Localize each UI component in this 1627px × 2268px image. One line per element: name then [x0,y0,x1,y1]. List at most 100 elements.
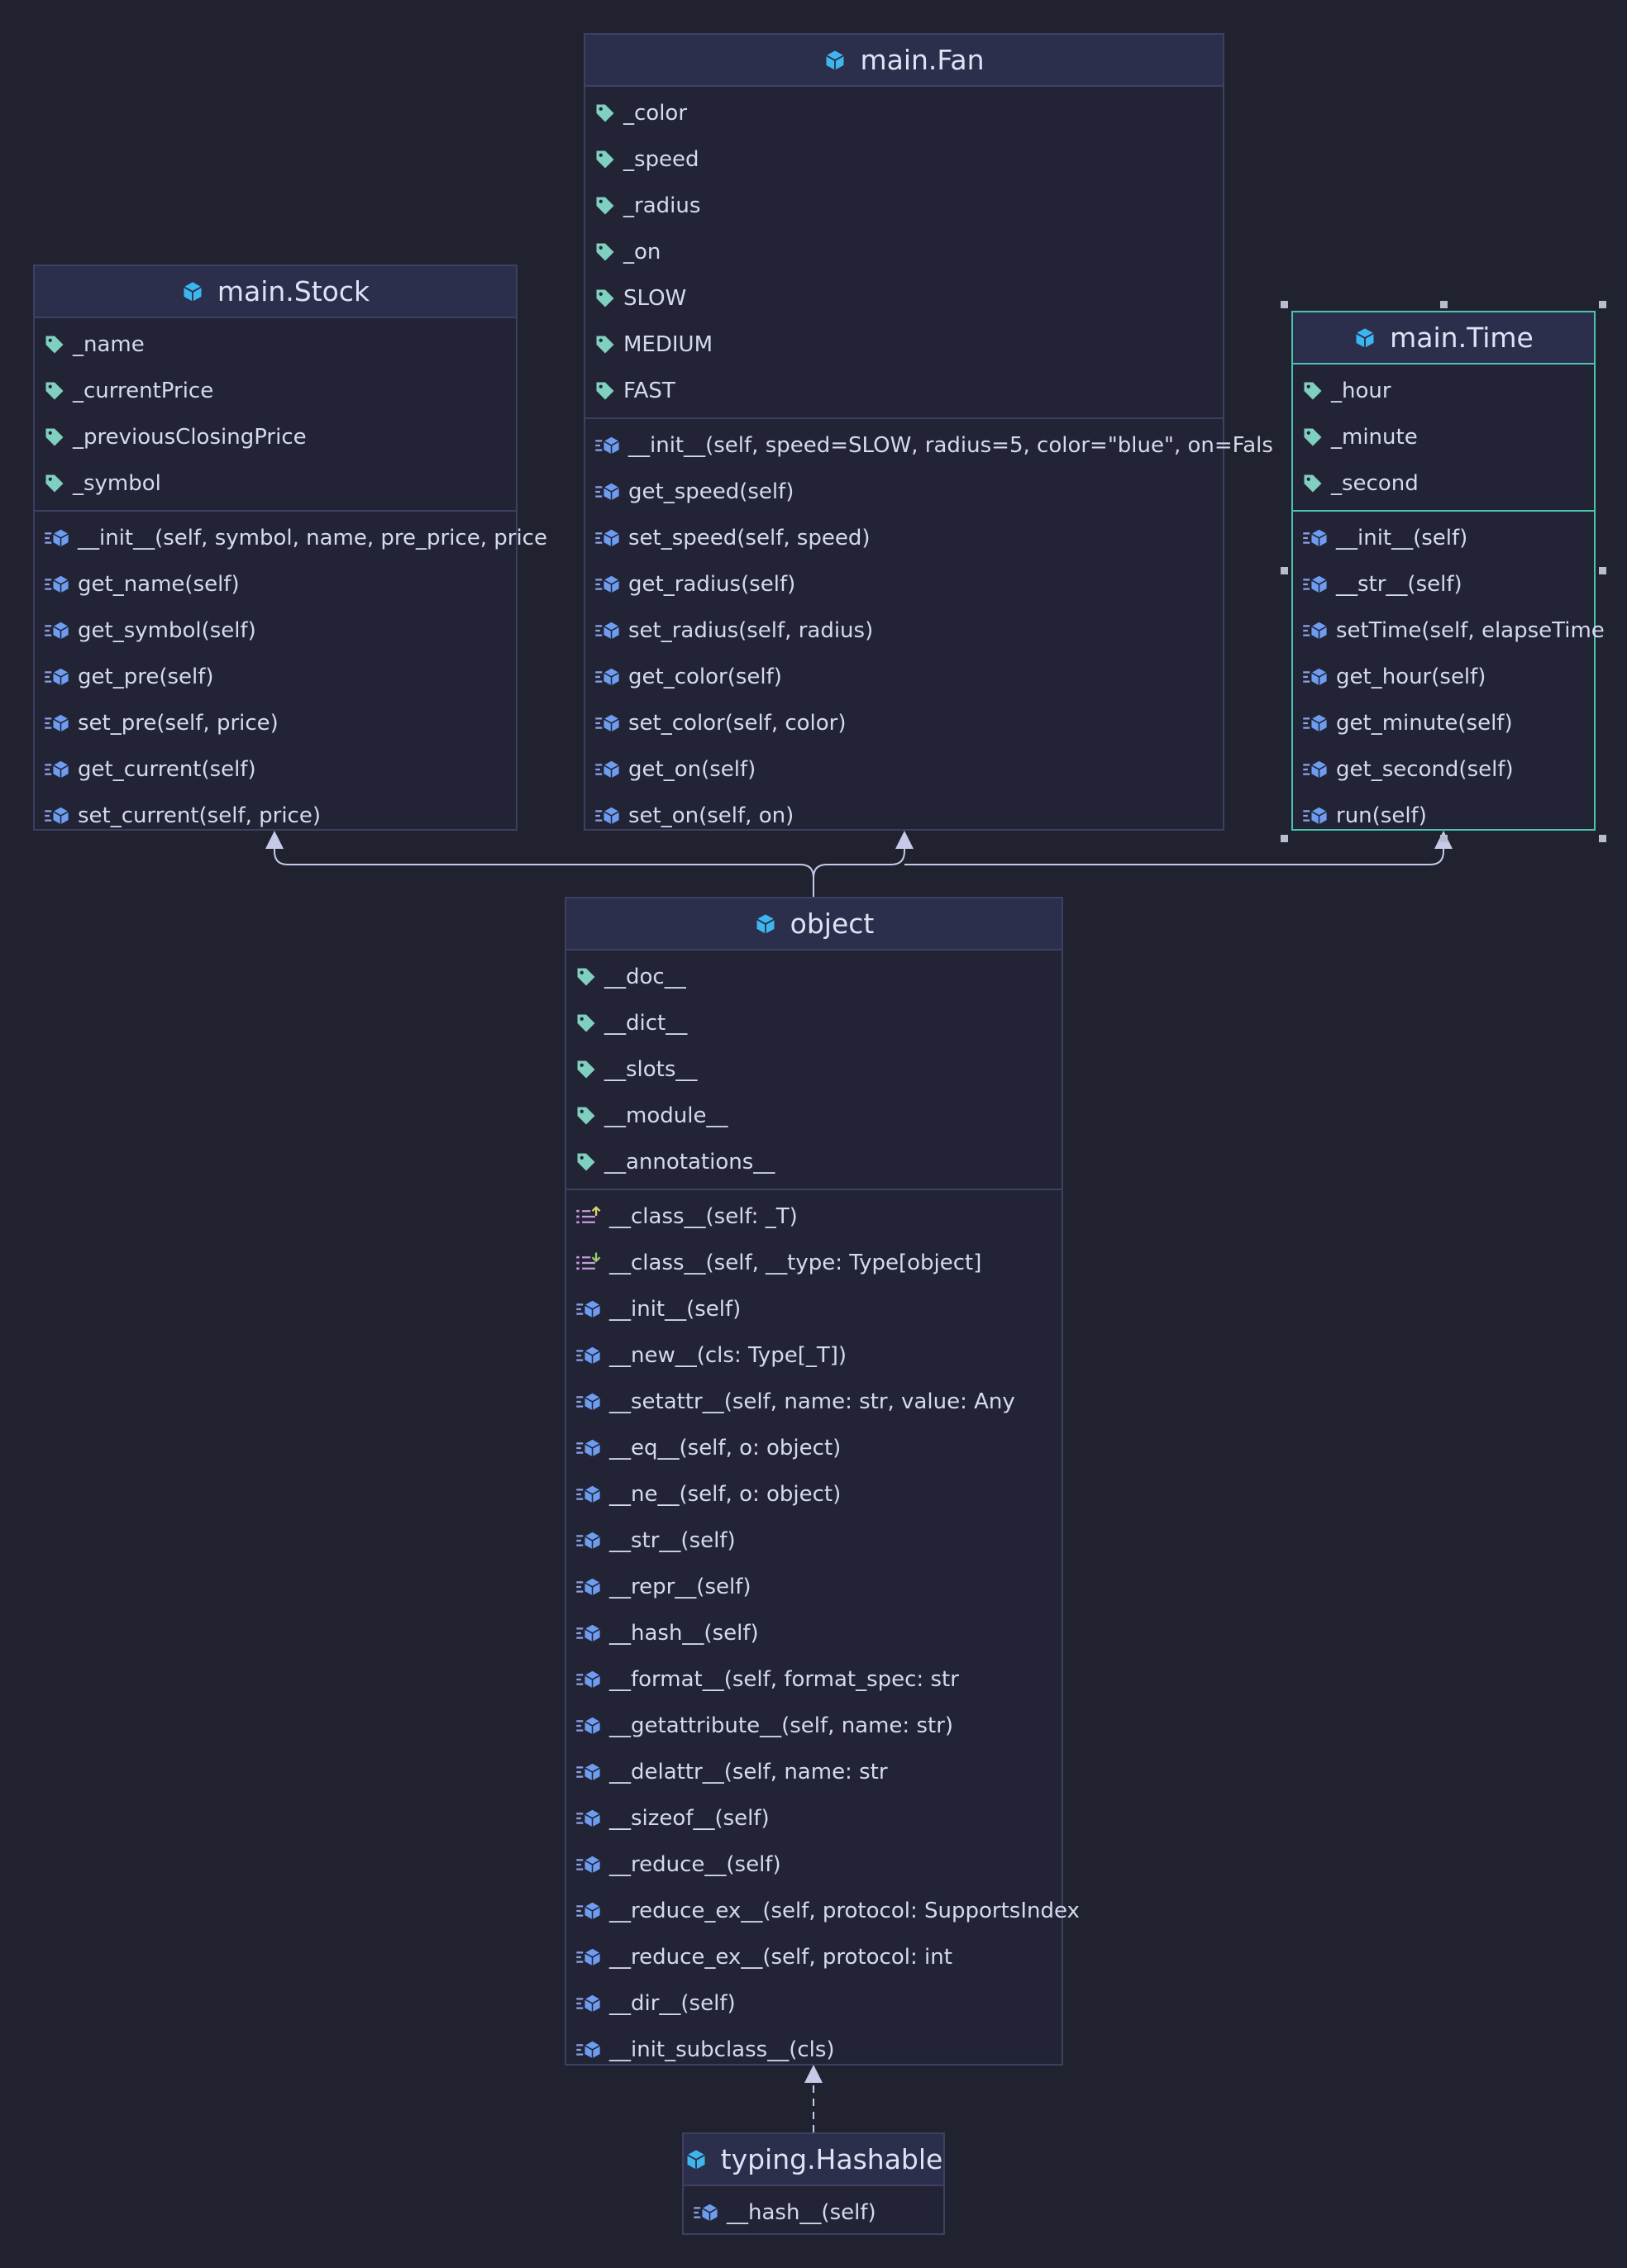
method-row[interactable]: __format__(self, format_spec: str [566,1656,1062,1703]
method-signature: __reduce__(self) [609,1852,781,1877]
method-row[interactable]: __sizeof__(self) [566,1795,1062,1842]
method-row[interactable]: set_radius(self, radius) [585,608,1223,654]
field-row[interactable]: SLOW [585,275,1223,322]
method-row[interactable]: get_name(self) [35,561,516,608]
field-row[interactable]: FAST [585,368,1223,414]
class-node-stock[interactable]: main.Stock_name_currentPrice_previousClo… [33,264,547,831]
method-row[interactable]: __init__(self) [566,1286,1062,1332]
field-row[interactable]: _hour [1293,368,1594,414]
method-row[interactable]: __init__(self) [1293,515,1594,561]
method-icon [1301,619,1336,642]
method-row[interactable]: get_radius(self) [585,561,1223,608]
selection-handle[interactable] [1599,301,1606,308]
method-row[interactable]: setTime(self, elapseTime [1293,608,1605,654]
method-icon [43,665,78,688]
selection-handle[interactable] [1599,567,1606,574]
method-icon [575,1946,609,1969]
method-row[interactable]: __eq__(self, o: object) [566,1425,1062,1471]
method-row[interactable]: __hash__(self) [566,1610,1062,1656]
field-tag-icon [43,426,73,449]
field-row[interactable]: _currentPrice [35,368,516,414]
method-icon [575,1992,609,2015]
method-row[interactable]: __dir__(self) [566,1980,1062,2027]
method-row[interactable]: __str__(self) [1293,561,1594,608]
selection-handle[interactable] [1281,567,1288,574]
method-signature: set_color(self, color) [628,711,847,736]
method-row[interactable]: __getattribute__(self, name: str) [566,1703,1062,1749]
selection-handle[interactable] [1281,301,1288,308]
selection-handle[interactable] [1440,301,1448,308]
method-row[interactable]: __new__(cls: Type[_T]) [566,1332,1062,1379]
method-icon [1301,573,1336,596]
class-node-object[interactable]: object__doc____dict____slots____module__… [565,897,1080,2066]
method-row[interactable]: __reduce_ex__(self, protocol: SupportsIn… [566,1888,1080,1934]
method-row[interactable]: get_color(self) [585,654,1223,700]
field-row[interactable]: _radius [585,183,1223,229]
method-row[interactable]: __reduce_ex__(self, protocol: int [566,1934,1062,1980]
method-icon [692,2201,727,2224]
method-row[interactable]: set_speed(self, speed) [585,515,1223,561]
method-row[interactable]: __reduce__(self) [566,1842,1062,1888]
method-icon [575,1575,609,1599]
selection-handle[interactable] [1599,835,1606,842]
method-row[interactable]: __str__(self) [566,1518,1062,1564]
class-header[interactable]: object [566,898,1062,951]
selection-handle[interactable] [1281,835,1288,842]
field-row[interactable]: __module__ [566,1093,1062,1139]
class-node-hashable[interactable]: typing.Hashable__hash__(self) [682,2132,945,2235]
field-row[interactable]: _on [585,229,1223,275]
method-icon [594,758,628,781]
method-row[interactable]: __init__(self, speed=SLOW, radius=5, col… [585,422,1273,469]
class-header[interactable]: main.Time [1293,312,1594,364]
field-row[interactable]: _second [1293,460,1594,507]
method-signature: __delattr__(self, name: str [609,1760,888,1784]
method-row[interactable]: get_minute(self) [1293,700,1594,746]
method-row[interactable]: __hash__(self) [684,2189,943,2236]
method-row[interactable]: __ne__(self, o: object) [566,1471,1062,1518]
method-row[interactable]: __delattr__(self, name: str [566,1749,1062,1795]
method-row[interactable]: run(self) [1293,793,1594,839]
method-row[interactable]: __class__(self, __type: Type[object] [566,1240,1062,1286]
method-signature: __eq__(self, o: object) [609,1436,842,1460]
method-row[interactable]: set_current(self, price) [35,793,516,839]
method-row[interactable]: get_on(self) [585,746,1223,793]
method-signature: __init__(self, symbol, name, pre_price, … [78,526,547,550]
class-header[interactable]: main.Stock [35,266,516,318]
field-row[interactable]: _speed [585,136,1223,183]
method-row[interactable]: set_on(self, on) [585,793,1223,839]
field-row[interactable]: MEDIUM [585,322,1223,368]
method-row[interactable]: set_pre(self, price) [35,700,516,746]
field-row[interactable]: __doc__ [566,954,1062,1000]
field-row[interactable]: __slots__ [566,1046,1062,1093]
method-row[interactable]: get_pre(self) [35,654,516,700]
field-row[interactable]: _color [585,90,1223,136]
field-row[interactable]: __annotations__ [566,1139,1062,1185]
field-row[interactable]: _previousClosingPrice [35,414,516,460]
class-node-time[interactable]: main.Time_hour_minute_second __init__(sel… [1291,311,1605,831]
method-signature: run(self) [1336,803,1427,828]
method-row[interactable]: get_symbol(self) [35,608,516,654]
field-row[interactable]: _minute [1293,414,1594,460]
method-signature: __setattr__(self, name: str, value: Any [609,1389,1015,1414]
class-header[interactable]: typing.Hashable [684,2134,943,2186]
field-row[interactable]: _name [35,322,516,368]
method-row[interactable]: __setattr__(self, name: str, value: Any [566,1379,1062,1425]
method-row[interactable]: set_color(self, color) [585,700,1223,746]
class-header[interactable]: main.Fan [585,35,1223,87]
method-row[interactable]: __init_subclass__(cls) [566,2027,1062,2073]
method-row[interactable]: get_current(self) [35,746,516,793]
method-icon [575,1807,609,1830]
method-icon [575,1483,609,1506]
method-icon [575,1437,609,1460]
method-row[interactable]: get_second(self) [1293,746,1594,793]
method-row[interactable]: __init__(self, symbol, name, pre_price, … [35,515,547,561]
method-row[interactable]: __repr__(self) [566,1564,1062,1610]
method-row[interactable]: __class__(self: _T) [566,1194,1062,1240]
method-row[interactable]: get_speed(self) [585,469,1223,515]
methods-section: __init__(self, symbol, name, pre_price, … [35,510,547,842]
field-row[interactable]: __dict__ [566,1000,1062,1046]
selection-handle[interactable] [1440,835,1448,842]
field-row[interactable]: _symbol [35,460,516,507]
method-row[interactable]: get_hour(self) [1293,654,1594,700]
